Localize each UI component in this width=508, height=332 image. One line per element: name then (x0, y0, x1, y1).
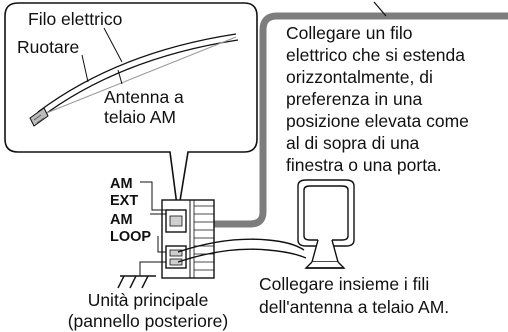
loop-caption-line1: Collegare insieme i fili (259, 274, 430, 294)
instructions-line: Collegare un filo (286, 23, 413, 43)
am-ext-label-line2: EXT (110, 193, 139, 209)
wire-strand-inner (39, 39, 239, 119)
bracket-am-ext (140, 181, 166, 211)
instructions-line: posizione elevata come (286, 111, 469, 131)
unit-caption-line1: Unità principale (87, 290, 209, 310)
panel-hatch (194, 205, 214, 271)
antenna-label-line2: telaio AM (104, 107, 176, 127)
loop-caption-line2: dell'antenna a telaio AM. (259, 297, 450, 317)
am-loop-antenna-icon (297, 179, 355, 269)
am-loop-label-line2: LOOP (110, 229, 152, 245)
twist-stripe (33, 114, 42, 121)
instructions-line: preferenza in una (286, 89, 423, 109)
wire-strand-core (43, 36, 237, 115)
instructions-text: Collegare un filo elettrico che si esten… (286, 22, 469, 176)
unit-caption-line2: (pannello posteriore) (67, 311, 229, 331)
am-loop-label-line1: AM (110, 212, 133, 228)
instructions-line: elettrico che si estenda (286, 45, 465, 65)
antenna-label-line1: Antenna a (104, 87, 184, 107)
instructions-line: orizzontalmente, di (286, 67, 433, 87)
rotate-label: Ruotare (17, 37, 80, 57)
callout-bubble (4, 2, 258, 214)
twist-stripe (36, 117, 45, 124)
loop-wire-a (177, 238, 305, 253)
ground-lead (139, 261, 166, 276)
leader-wire (103, 27, 123, 63)
external-wire (173, 12, 508, 228)
wire-end-tick (373, 1, 387, 17)
ground-symbol-icon (117, 275, 156, 289)
twisted-end-icon (29, 107, 49, 127)
leader-rotate (81, 54, 89, 83)
leader-antenna (117, 69, 123, 85)
loop-wire-b (177, 248, 307, 263)
bracket-am-loop (157, 236, 166, 253)
instructions-line: finestra o una porta. (286, 155, 442, 175)
wire-label: Filo elettrico (28, 9, 123, 29)
wire-strand-outer (37, 33, 237, 113)
am-ext-label-line1: AM (110, 176, 133, 192)
instructions-line: al di sopra di una (286, 133, 420, 153)
